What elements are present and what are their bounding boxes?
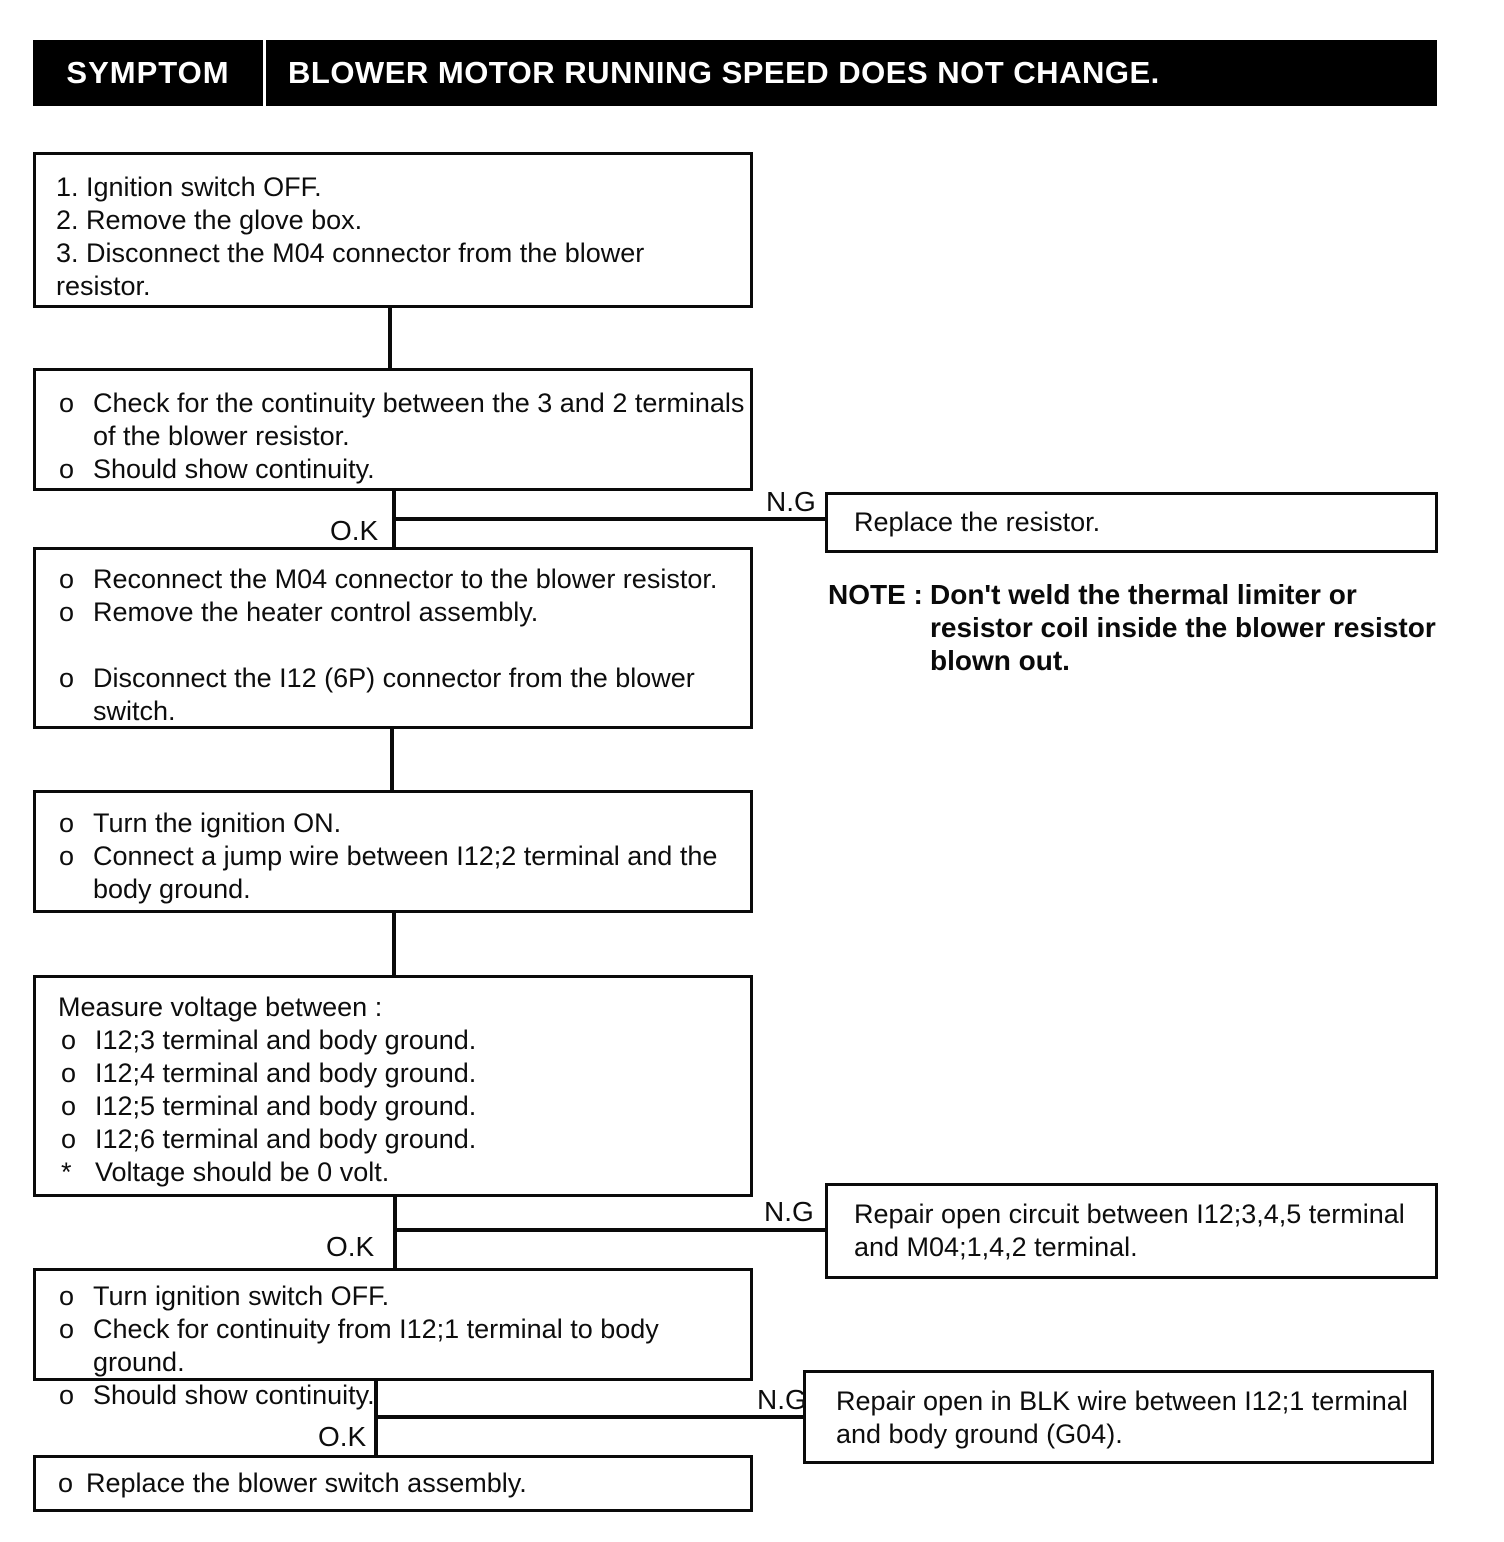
bullet-marker: o [59,1380,75,1410]
list-item: o Should show continuity. [56,1379,748,1412]
step-text: Should show continuity. [93,1380,375,1410]
symptom-header: SYMPTOM BLOWER MOTOR RUNNING SPEED DOES … [33,40,1437,106]
bullet-marker: o [59,808,75,838]
remedy-text: Replace the resistor. [854,507,1101,537]
ng-label: N.G [764,1196,814,1227]
ng-label: N.G [766,486,816,517]
bullet-marker: o [59,841,75,871]
step-text: I12;6 terminal and body ground. [95,1124,477,1154]
list-item: o Reconnect the M04 connector to the blo… [56,563,748,596]
step-text: Reconnect the M04 connector to the blowe… [93,564,718,594]
note-block: NOTE : Don't weld the thermal limiter or… [828,578,1460,677]
list-item: o Should show continuity. [56,453,748,486]
bullet-marker: * [61,1157,72,1187]
connector-line [374,1415,803,1419]
bullet-marker: o [59,1281,75,1311]
remedy-repair-open-circuit-box: Repair open circuit between I12;3,4,5 te… [825,1183,1438,1279]
step-replace-switch-box: o Replace the blower switch assembly. [33,1455,753,1512]
step-check-resistor-box: o Check for the continuity between the 3… [33,368,753,491]
ng-label: N.G [757,1384,807,1415]
step-text: Should show continuity. [93,454,375,484]
list-item: o Turn ignition switch OFF. [56,1280,748,1313]
bullet-marker: o [59,454,75,484]
bullet-marker: o [59,1314,75,1344]
step-text: Connect a jump wire between I12;2 termin… [93,841,718,904]
list-item: * Voltage should be 0 volt. [58,1156,748,1189]
step-text: Turn ignition switch OFF. [93,1281,390,1311]
note-label: NOTE : [828,579,923,610]
step-ignition-on-box: o Turn the ignition ON. o Connect a jump… [33,790,753,913]
bullet-marker: o [59,388,75,418]
list-item: o I12;5 terminal and body ground. [58,1090,748,1123]
list-item: o Connect a jump wire between I12;2 term… [56,840,748,906]
step-text: Remove the heater control assembly. [93,597,539,627]
remedy-text: Repair open in BLK wire between I12;1 te… [836,1386,1408,1449]
step-text: Check for the continuity between the 3 a… [93,388,745,451]
connector-line [392,912,396,976]
ok-label: O.K [318,1421,367,1452]
step-check-ground-box: o Turn ignition switch OFF. o Check for … [33,1268,753,1410]
connector-line [388,307,392,369]
connector-line [393,1196,397,1269]
symptom-label: SYMPTOM [66,55,230,90]
list-item: o I12;3 terminal and body ground. [58,1024,748,1057]
bullet-marker: o [59,564,75,594]
list-item: o Check for the continuity between the 3… [56,387,748,453]
list-item: o Check for continuity from I12;1 termin… [56,1313,748,1379]
page-title: BLOWER MOTOR RUNNING SPEED DOES NOT CHAN… [288,55,1160,90]
bullet-marker: o [61,1124,77,1154]
ok-label: O.K [330,515,379,546]
list-item: o Turn the ignition ON. [56,807,748,840]
step-reconnect-box: o Reconnect the M04 connector to the blo… [33,547,753,729]
step-text: Replace the blower switch assembly. [86,1468,527,1498]
bullet-marker: o [59,597,75,627]
step-text: I12;4 terminal and body ground. [95,1058,477,1088]
step-heading: Measure voltage between : [58,992,383,1022]
bullet-marker: o [61,1025,77,1055]
remedy-repair-blk-wire-box: Repair open in BLK wire between I12;1 te… [803,1370,1434,1464]
step-line: 3. Disconnect the M04 connector from the… [56,238,645,301]
remedy-replace-resistor-box: Replace the resistor. [825,492,1438,553]
step-measure-voltage-box: Measure voltage between : o I12;3 termin… [33,975,753,1197]
step-line: 2. Remove the glove box. [56,205,363,235]
list-item: o Disconnect the I12 (6P) connector from… [56,662,748,728]
bullet-marker: o [59,663,75,693]
step-text: Turn the ignition ON. [93,808,342,838]
step-line: 1. Ignition switch OFF. [56,172,322,202]
step-text: Disconnect the I12 (6P) connector from t… [93,663,695,726]
step-text: Voltage should be 0 volt. [95,1157,390,1187]
ok-label: O.K [326,1231,375,1262]
remedy-text: Repair open circuit between I12;3,4,5 te… [854,1199,1405,1262]
bullet-marker: o [58,1468,74,1498]
note-text: Don't weld the thermal limiter or resist… [930,579,1436,676]
step-prepare-box: 1. Ignition switch OFF. 2. Remove the gl… [33,152,753,308]
list-item: o Remove the heater control assembly. [56,596,748,629]
header-divider [263,40,266,106]
connector-line [390,728,394,791]
connector-line [392,517,825,521]
step-text: I12;3 terminal and body ground. [95,1025,477,1055]
bullet-marker: o [61,1058,77,1088]
connector-line [393,1228,825,1232]
list-item: o I12;6 terminal and body ground. [58,1123,748,1156]
step-text: I12;5 terminal and body ground. [95,1091,477,1121]
list-item: o I12;4 terminal and body ground. [58,1057,748,1090]
bullet-marker: o [61,1091,77,1121]
step-text: Check for continuity from I12;1 terminal… [93,1314,659,1377]
